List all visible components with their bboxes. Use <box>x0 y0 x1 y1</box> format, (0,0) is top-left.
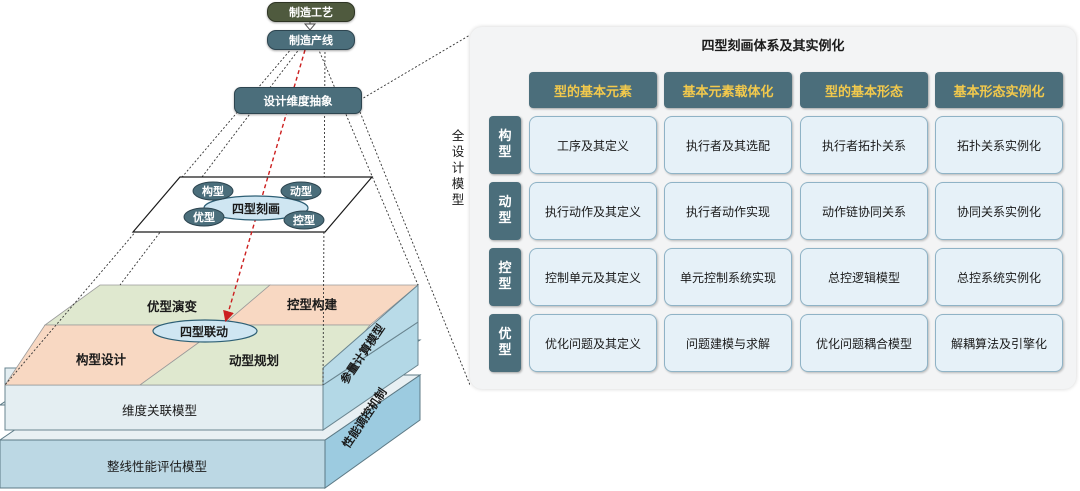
production-line-node: 制造产线 <box>267 30 355 50</box>
you-label: 优型 <box>193 211 215 224</box>
vlabel-char: 计 <box>451 160 465 175</box>
column-header-basic-element: 型的基本元素 <box>529 72 657 108</box>
left-diagram-graphics <box>0 21 470 489</box>
quad-label-gou-design: 构型设计 <box>76 352 127 367</box>
vlabel-char: 全 <box>451 128 465 143</box>
pyramid-line <box>317 47 419 286</box>
connector-arrowhead <box>303 23 317 31</box>
you-ellipse <box>183 207 225 227</box>
gou-ellipse <box>192 181 234 201</box>
line-eval-model-label: 整线性能评估模型 <box>107 459 208 474</box>
grid-cell: 执行者及其选配 <box>664 116 792 174</box>
grid-cell: 总控系统实例化 <box>935 248 1063 306</box>
grid-cell: 工序及其定义 <box>529 116 657 174</box>
row-header-gou: 构型 <box>489 116 521 174</box>
linkage-arrow <box>223 49 306 323</box>
production-line-label: 制造产线 <box>289 34 333 47</box>
upper-side-panel <box>322 283 419 386</box>
pyramid-line <box>119 47 301 286</box>
row-header-kong-label: 控型 <box>498 261 512 292</box>
grid-cell: 控制单元及其定义 <box>529 248 657 306</box>
quad-label-dong-plan: 动型规划 <box>229 353 280 368</box>
column-header-element-carrier: 基本元素载体化 <box>664 72 792 108</box>
grid-cell: 动作链协同关系 <box>800 182 928 240</box>
grid-cell: 解耦算法及引擎化 <box>935 314 1063 372</box>
manufacturing-process-node: 制造工艺 <box>267 2 355 22</box>
row-header-you-label: 优型 <box>498 327 512 358</box>
row-header-dong: 动型 <box>489 182 521 240</box>
row-header-kong: 控型 <box>489 248 521 306</box>
grid-cell: 协同关系实例化 <box>935 182 1063 240</box>
linkage-ellipse <box>152 319 258 343</box>
dimension-model-label: 维度关联模型 <box>122 403 198 418</box>
panel-guide-line <box>359 34 470 101</box>
grid-cell: 优化问题及其定义 <box>529 314 657 372</box>
row-header-dong-label: 动型 <box>498 195 512 226</box>
grid-cell: 拓扑关系实例化 <box>935 116 1063 174</box>
quad-label-kong-build: 控型构建 <box>287 297 338 312</box>
center-portrait-label: 四型刻画 <box>231 201 280 216</box>
vlabel-char: 设 <box>451 144 465 159</box>
dong-ellipse <box>280 181 322 201</box>
quad-label-you-evolution: 优型演变 <box>147 299 198 314</box>
kong-label: 控型 <box>293 214 315 227</box>
panel-title: 四型刻画体系及其实例化 <box>701 39 845 54</box>
design-abstraction-node: 设计维度抽象 <box>234 87 362 114</box>
grid-cell: 优化问题耦合模型 <box>800 314 928 372</box>
gou-label: 构型 <box>202 185 224 198</box>
grid-cell: 问题建模与求解 <box>664 314 792 372</box>
bottom-slab-front <box>0 439 326 489</box>
grid-cell: 总控逻辑模型 <box>800 248 928 306</box>
linkage-label: 四型联动 <box>180 325 229 339</box>
grid-cell: 执行者动作实现 <box>664 182 792 240</box>
grid-cell: 单元控制系统实现 <box>664 248 792 306</box>
full-design-model-label: 全 设 计 模 型 <box>450 128 466 208</box>
vlabel-char: 型 <box>451 192 465 207</box>
row-header-gou-label: 构型 <box>498 129 512 160</box>
design-abstraction-label: 设计维度抽象 <box>263 93 333 108</box>
column-header-basic-form: 型的基本形态 <box>800 72 928 108</box>
vlabel-char: 模 <box>451 176 465 191</box>
grid-cell: 执行动作及其定义 <box>529 182 657 240</box>
grid-cell: 执行者拓扑关系 <box>800 116 928 174</box>
panel-guide-line <box>359 111 470 386</box>
manufacturing-process-label: 制造工艺 <box>289 6 333 19</box>
kong-ellipse <box>283 210 325 230</box>
row-header-you: 优型 <box>489 314 521 372</box>
dong-label: 动型 <box>290 185 312 198</box>
middle-slab-front <box>4 384 324 431</box>
column-header-form-instance: 基本形态实例化 <box>935 72 1063 108</box>
